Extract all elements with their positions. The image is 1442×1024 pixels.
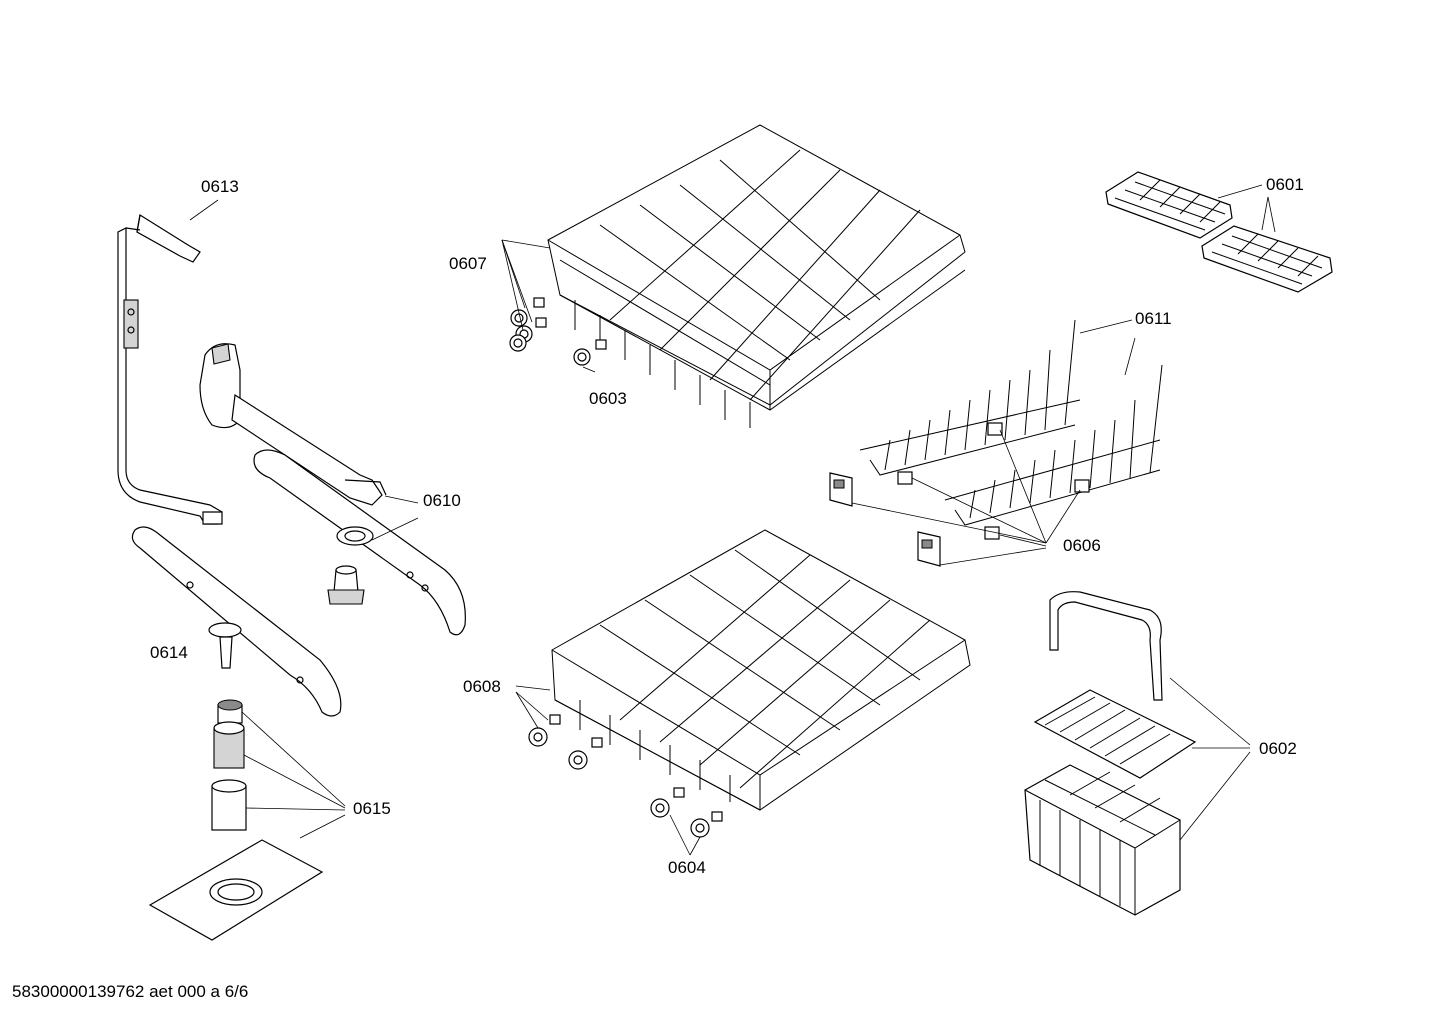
part-0610-spray-arm-upper xyxy=(199,343,466,636)
label-part-0614: 0614 xyxy=(150,643,188,662)
label-part-0611: 0611 xyxy=(1135,309,1172,328)
label-part-0601: 0601 xyxy=(1266,175,1304,194)
part-0606-clips xyxy=(829,422,1090,567)
label-part-0606: 0606 xyxy=(1063,536,1101,555)
part-0608-lower-basket xyxy=(528,529,971,838)
document-code: 58300000139762 aet 000 a 6/6 xyxy=(12,982,249,1001)
label-part-0613: 0613 xyxy=(201,177,239,196)
label-part-0610: 0610 xyxy=(423,491,461,510)
part-0601-shelf-inserts xyxy=(1105,171,1333,293)
part-0602-cutlery-basket xyxy=(1024,591,1197,916)
label-part-0608: 0608 xyxy=(463,677,501,696)
label-part-0604: 0604 xyxy=(668,858,706,877)
label-part-0607: 0607 xyxy=(449,254,487,273)
label-part-0603: 0603 xyxy=(589,389,627,408)
part-0611-tine-racks xyxy=(859,319,1163,526)
part-0607-upper-basket xyxy=(509,124,966,428)
leader-lines xyxy=(189,184,1276,856)
label-part-0615: 0615 xyxy=(353,799,391,818)
part-0615-filter-system xyxy=(148,699,324,941)
part-0613-supply-pipe xyxy=(117,214,223,525)
part-0614-spray-arm-lower xyxy=(131,526,342,717)
label-part-0602: 0602 xyxy=(1259,739,1297,758)
